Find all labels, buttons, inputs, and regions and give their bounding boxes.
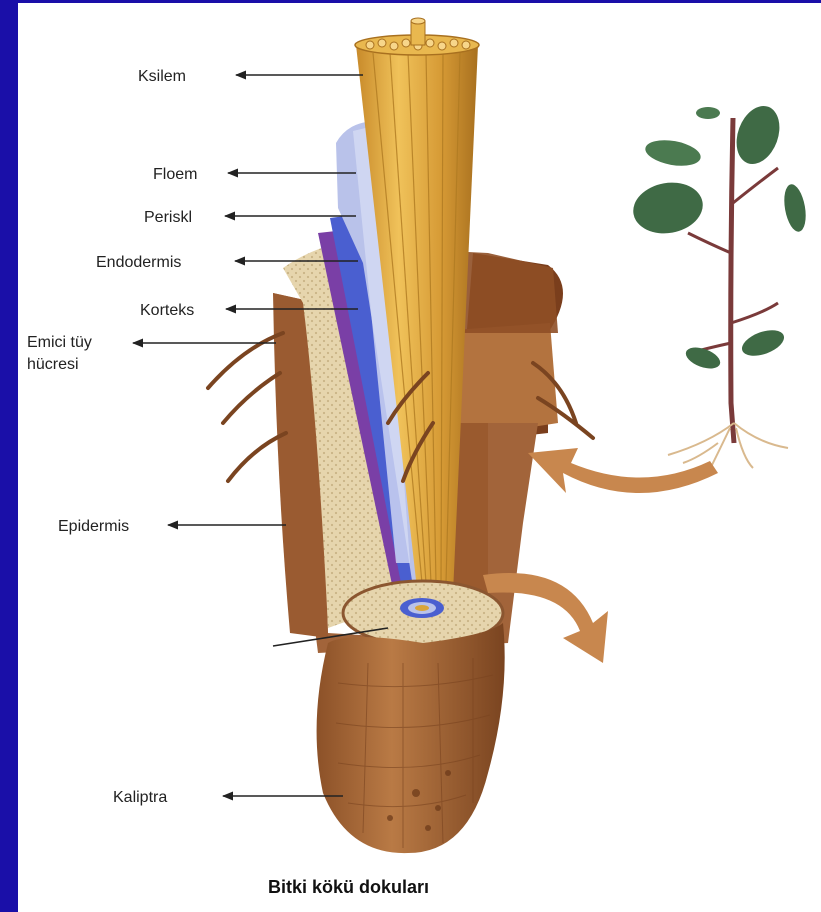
diagram-caption: Bitki kökü dokuları	[268, 877, 429, 897]
label-root-hair-line1: Emici tüy	[27, 334, 92, 351]
label-xylem: Ksilem	[138, 68, 186, 85]
label-epidermis: Epidermis	[58, 518, 129, 535]
label-phloem: Floem	[153, 166, 197, 183]
diagram-panel: Ksilem Floem Periskl Endodermis Korteks …	[18, 3, 821, 912]
label-endodermis: Endodermis	[96, 254, 181, 271]
label-root-hair-line2: hücresi	[27, 356, 79, 373]
plant-illustration	[629, 100, 809, 473]
root-cap	[317, 623, 505, 853]
label-pericycle: Periskl	[144, 209, 192, 226]
root-tissue-diagram: Ksilem Floem Periskl Endodermis Korteks …	[18, 3, 821, 912]
label-cortex: Korteks	[140, 302, 194, 319]
label-root-cap: Kaliptra	[113, 789, 167, 806]
